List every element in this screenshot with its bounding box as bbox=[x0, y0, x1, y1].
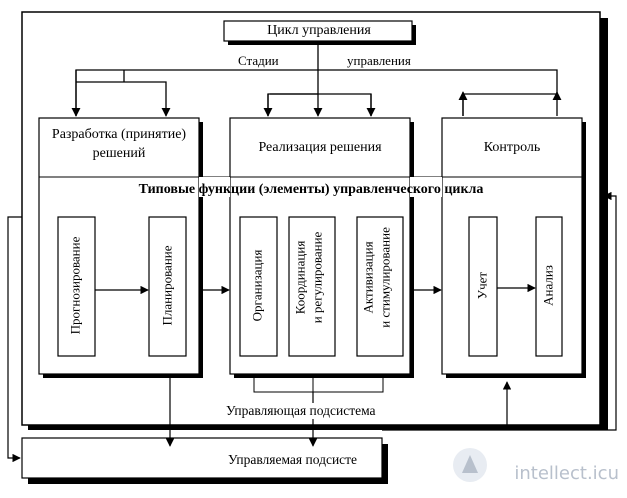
func-coordination-line1: Координация bbox=[292, 240, 308, 315]
stage-control-label: Контроль bbox=[483, 140, 541, 155]
diagram-title: Цикл управления bbox=[267, 23, 371, 38]
stages-label-right: управления bbox=[347, 53, 411, 68]
func-accounting-label: Учет bbox=[474, 271, 490, 300]
managed-subsystem-box bbox=[21, 437, 383, 479]
func-analysis-label: Анализ bbox=[540, 265, 556, 306]
managing-subsystem-label: Управляющая подсистема bbox=[224, 403, 378, 419]
func-planning-label: Планирование bbox=[159, 245, 175, 326]
func-coordination-line2: и регулирование bbox=[309, 231, 325, 324]
func-forecasting-label: Прогнозирование bbox=[67, 236, 83, 335]
stages-label-left: Стадии bbox=[238, 53, 279, 68]
stage-development-line1: Разработка (принятие) bbox=[51, 127, 187, 142]
functions-header: Типовые функции (элементы) управленческо… bbox=[138, 182, 484, 197]
func-organization-label: Организация bbox=[249, 249, 265, 322]
watermark-text: intellect.icu bbox=[514, 463, 619, 484]
func-activation-line1: Активизация bbox=[360, 241, 376, 314]
stage-implementation-label: Реализация решения bbox=[258, 140, 382, 155]
managed-subsystem-label: Управляемая подсисте bbox=[228, 452, 358, 467]
stage-development-line2: решений bbox=[92, 146, 146, 161]
func-activation-line2: и стимулирование bbox=[377, 227, 393, 328]
